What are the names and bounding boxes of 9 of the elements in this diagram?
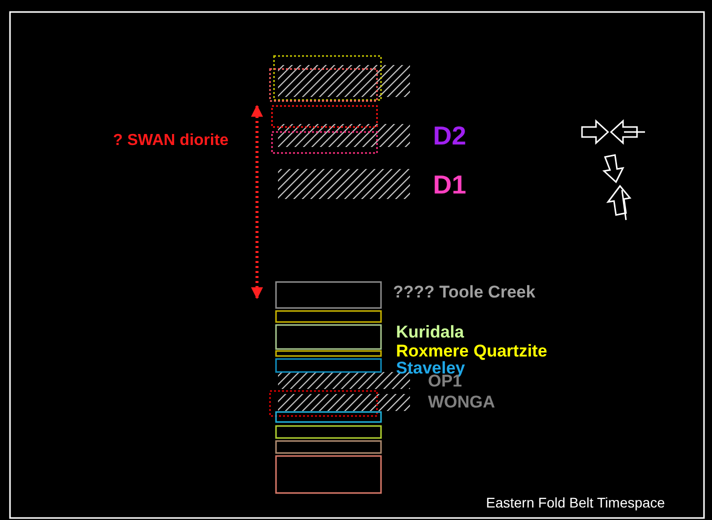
rock-unit-label: Roxmere Quartzite [396, 342, 548, 361]
rock-unit-label: ???? Toole Creek [393, 284, 536, 302]
rock-unit-label: WONGA [428, 394, 496, 412]
rock-unit-label: Kuridala [396, 324, 464, 342]
rock-unit-label: Staveley [396, 360, 465, 378]
rock-unit-label: ? SWAN diorite [113, 132, 229, 150]
deformation-label: D2 [433, 122, 466, 150]
caption: Eastern Fold Belt Timespace [486, 495, 665, 511]
deformation-label: D1 [433, 170, 466, 200]
